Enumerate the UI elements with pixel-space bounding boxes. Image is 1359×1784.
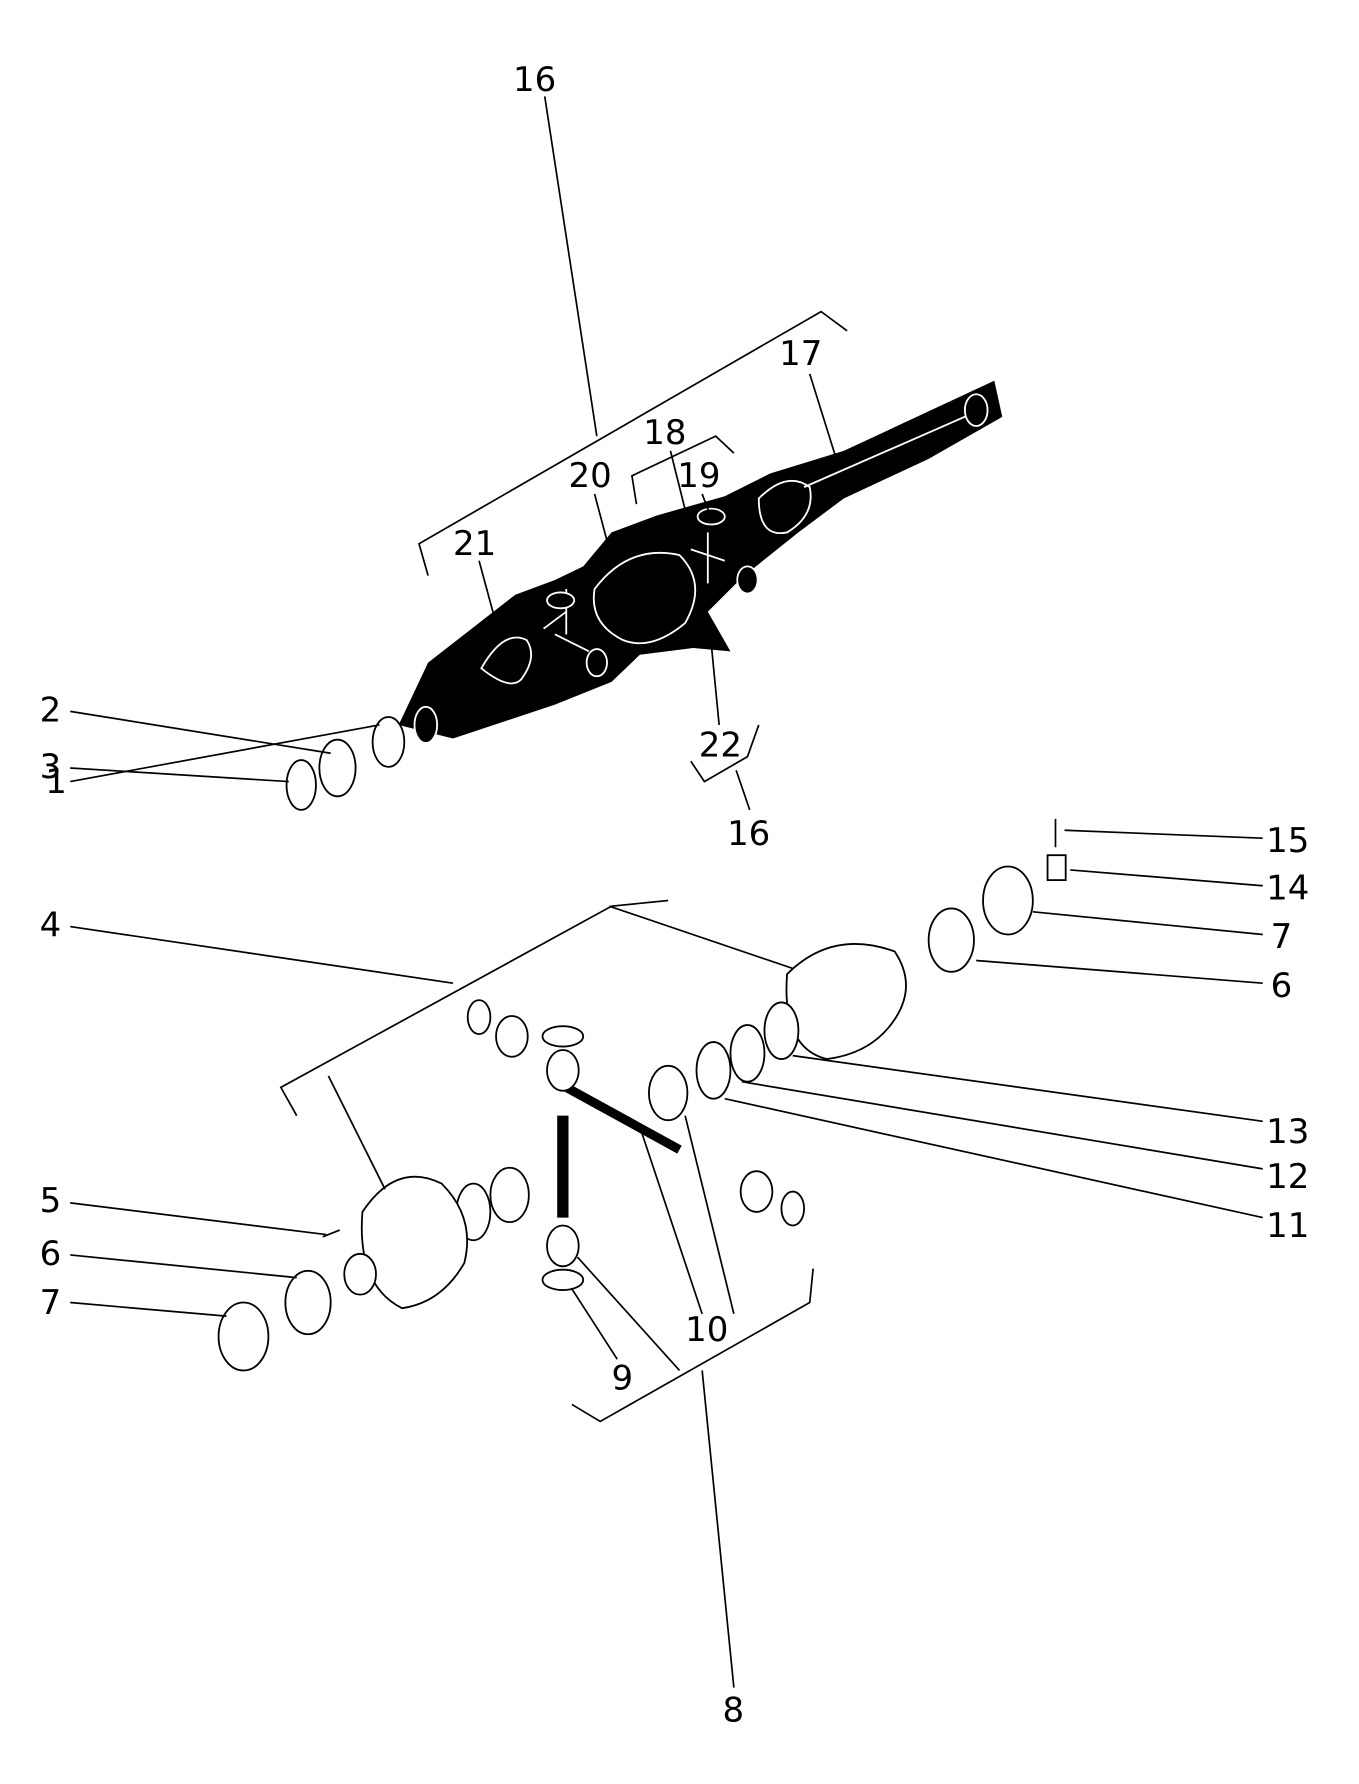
pinion-shaft bbox=[564, 1083, 682, 1154]
bracket-4 bbox=[279, 899, 669, 1117]
callout-7-left: 7 bbox=[40, 1283, 62, 1323]
callout-10: 10 bbox=[685, 1310, 728, 1350]
callout-16-bottom: 16 bbox=[727, 814, 770, 854]
bolt-5 bbox=[322, 1229, 341, 1238]
leader-lines bbox=[70, 96, 1263, 1688]
snap-ring-1 bbox=[371, 716, 406, 768]
race-7-left bbox=[217, 1301, 270, 1372]
shaft-right bbox=[803, 407, 986, 488]
callout-12: 12 bbox=[1266, 1157, 1309, 1197]
callout-5: 5 bbox=[40, 1181, 62, 1221]
callout-4: 4 bbox=[40, 906, 62, 946]
washer-left-top bbox=[466, 999, 492, 1036]
bracket-14 bbox=[1046, 854, 1067, 882]
callout-8: 8 bbox=[723, 1691, 745, 1731]
pinion-left-top bbox=[495, 1015, 529, 1058]
callout-6-right: 6 bbox=[1271, 966, 1293, 1006]
bearing-6-right bbox=[927, 907, 975, 973]
callout-7-right: 7 bbox=[1271, 917, 1293, 957]
shaft-assembly-silhouette bbox=[398, 380, 1003, 739]
race-7-right bbox=[982, 865, 1034, 936]
yoke-left bbox=[480, 636, 533, 685]
washer-right-bottom bbox=[780, 1190, 805, 1227]
spline-end-right bbox=[963, 393, 989, 427]
callout-19: 19 bbox=[677, 456, 720, 496]
callout-17: 17 bbox=[779, 334, 822, 374]
callout-14: 14 bbox=[1266, 868, 1309, 908]
diff-case-right bbox=[785, 943, 907, 1060]
callout-21: 21 bbox=[453, 524, 496, 564]
pinion-bottom bbox=[546, 1224, 580, 1268]
callout-16-top: 16 bbox=[513, 60, 556, 100]
callout-15: 15 bbox=[1266, 821, 1309, 861]
disc-13 bbox=[763, 1001, 800, 1060]
callout-22: 22 bbox=[699, 726, 742, 766]
axle-shaft-assembly bbox=[398, 380, 1003, 744]
callout-2: 2 bbox=[40, 691, 62, 731]
bearing-6-left bbox=[284, 1269, 332, 1336]
side-gear-left bbox=[489, 1166, 530, 1224]
pinion-top bbox=[546, 1049, 580, 1092]
disc-12 bbox=[729, 1024, 766, 1083]
bracket-16-bottom bbox=[690, 724, 760, 783]
hub-left bbox=[343, 1252, 377, 1296]
washer-2 bbox=[318, 738, 357, 798]
pinion-right-bottom bbox=[739, 1170, 774, 1213]
ring-right-top bbox=[696, 507, 726, 526]
callout-18: 18 bbox=[643, 413, 686, 453]
callout-20: 20 bbox=[569, 456, 612, 496]
bracket-18 bbox=[630, 435, 735, 505]
callout-3: 3 bbox=[40, 747, 62, 787]
ring-3 bbox=[285, 759, 317, 811]
callout-13: 13 bbox=[1266, 1112, 1309, 1152]
washer-9 bbox=[541, 1268, 585, 1291]
cross-right bbox=[690, 532, 726, 584]
ring-right bbox=[736, 565, 759, 595]
ring-left bbox=[585, 648, 608, 678]
callout-9: 9 bbox=[612, 1359, 634, 1399]
callout-labels: 16 17 18 19 20 21 22 16 1 2 3 15 14 7 6 … bbox=[40, 60, 1310, 1731]
callout-1: 1 bbox=[45, 762, 67, 802]
bracket-8 bbox=[571, 1268, 814, 1423]
bracket-16-top bbox=[418, 310, 848, 576]
disc-11 bbox=[695, 1041, 732, 1100]
spline-end-left bbox=[413, 705, 439, 744]
side-gear-right bbox=[648, 1064, 689, 1122]
yoke-right bbox=[757, 479, 812, 535]
callout-11: 11 bbox=[1266, 1206, 1309, 1246]
callout-6-left: 6 bbox=[40, 1234, 62, 1274]
differential-parts bbox=[217, 818, 1067, 1372]
ring-left-top bbox=[546, 591, 576, 610]
washer-top bbox=[541, 1025, 585, 1048]
center-housing bbox=[592, 551, 697, 645]
diff-case-left bbox=[360, 1175, 468, 1310]
